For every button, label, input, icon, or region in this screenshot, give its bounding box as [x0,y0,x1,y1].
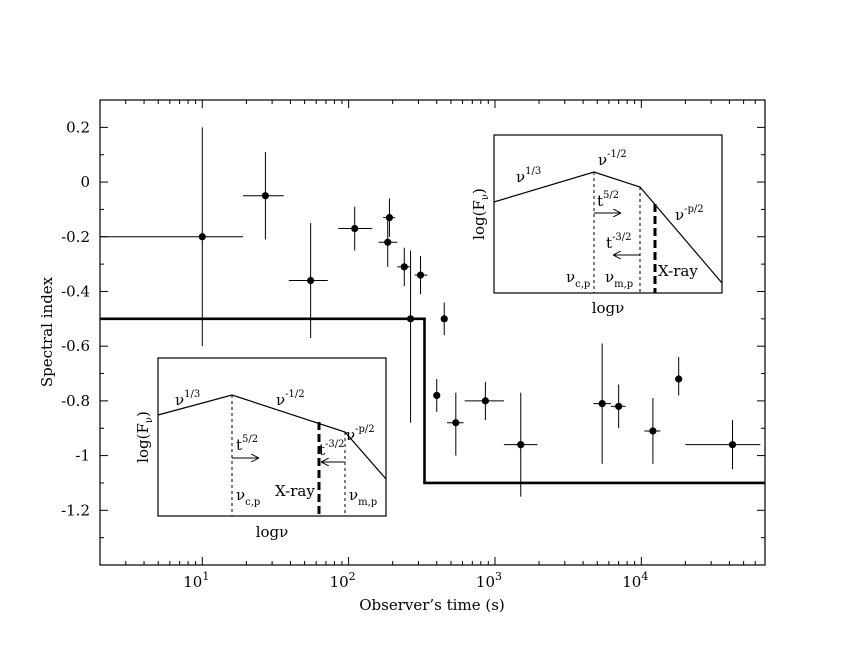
data-point [414,255,428,295]
data-point [440,302,448,336]
inset-bottom-arrow1-label: t5/2 [236,434,258,454]
y-tick-label: -0.8 [61,392,90,410]
point-marker [433,391,441,400]
x-tick-label: 102 [330,570,356,591]
inset-top-arrow2-label: t-3/2 [606,232,632,252]
x-tick-label: 103 [476,570,502,591]
model-line [100,317,765,485]
data-point [685,420,761,470]
point-marker [400,263,408,271]
y-tick-label: -0.6 [61,337,90,355]
point-marker [675,375,683,383]
data-point [383,198,396,237]
point-marker [406,315,415,323]
y-tick-label: -0.4 [61,282,90,300]
point-marker [261,192,270,200]
inset-top-frame [493,134,723,294]
point-marker [481,397,489,405]
data-point [446,392,464,456]
axis-tick-labels: 0.2 0 -0.2 -0.4 -0.6 -0.8 -1 -1.2 101 102 103 104 [61,118,648,591]
x-tick-label: 104 [622,570,648,591]
data-point [378,217,398,267]
inset-top: ν1/3 ν-1/2 ν-p/2 t5/2 t-3/2 νc,p νm,p X-… [470,134,723,317]
point-marker [649,427,657,435]
point-marker [452,419,460,427]
x-tick-label: 101 [183,570,209,591]
data-point [433,379,441,412]
data-point [503,392,538,497]
point-marker [351,224,359,233]
inset-bottom-seg2-label: ν-1/2 [276,389,305,409]
inset-top-band-label: X-ray [658,262,698,280]
inset-top-break2-label: νm,p [605,268,633,290]
data-point [100,127,244,347]
point-marker [416,271,425,279]
inset-bottom-xlabel: logν [256,523,289,541]
inset-bottom-seg3-label: ν-p/2 [346,424,375,444]
model-step-line [100,317,765,485]
point-marker [307,276,315,285]
inset-bottom-break1-label: νc,p [236,486,260,508]
inset-bottom-arrow2-label: t-3/2 [319,439,345,459]
inset-top-seg1-label: ν1/3 [516,166,541,186]
inset-top-ylabel: log(Fν) [470,188,491,240]
inset-bottom-break2-label: νm,p [349,486,377,508]
inset-bottom-seg1-label: ν1/3 [175,389,200,409]
point-marker [384,238,392,246]
y-axis-title: Spectral index [38,276,56,387]
inset-bottom-ylabel: log(Fν) [134,411,155,463]
axis-ticks [99,99,766,565]
inset-top-break1-label: νc,p [566,268,590,290]
data-point [397,247,410,286]
point-marker [385,214,394,222]
y-tick-label: -0.2 [61,228,90,246]
inset-bottom-spectrum [157,394,387,480]
y-tick-label: 0.2 [66,118,90,136]
point-marker [615,402,623,410]
inset-top-arrow1-label: t5/2 [597,190,619,210]
data-point [338,206,373,251]
data-point [243,151,284,240]
inset-top-seg3-label: ν-p/2 [675,204,704,224]
data-point [288,223,328,338]
data-point [406,250,415,423]
data-point [644,398,661,464]
point-marker [517,441,525,449]
data-point [675,357,683,396]
y-tick-label: 0 [80,173,90,191]
data-point [593,343,611,464]
data-point [610,384,626,429]
inset-top-xlabel: logν [592,299,625,317]
y-tick-label: -1.2 [61,501,90,519]
plot-frame [99,99,766,566]
inset-bottom-frame [157,357,387,517]
data-point [464,381,504,421]
y-tick-label: -1 [75,447,90,465]
point-marker [728,441,737,449]
x-axis-title: Observer’s time (s) [359,596,505,614]
data-points [100,127,761,497]
inset-bottom: ν1/3 ν-1/2 ν-p/2 t5/2 t-3/2 X-ray νc,p ν… [134,357,387,541]
point-marker [598,400,606,408]
inset-top-spectrum [493,171,723,284]
point-marker [440,315,448,323]
inset-bottom-band-label: X-ray [275,482,315,500]
inset-top-seg2-label: ν-1/2 [598,149,627,169]
point-marker [198,233,206,241]
